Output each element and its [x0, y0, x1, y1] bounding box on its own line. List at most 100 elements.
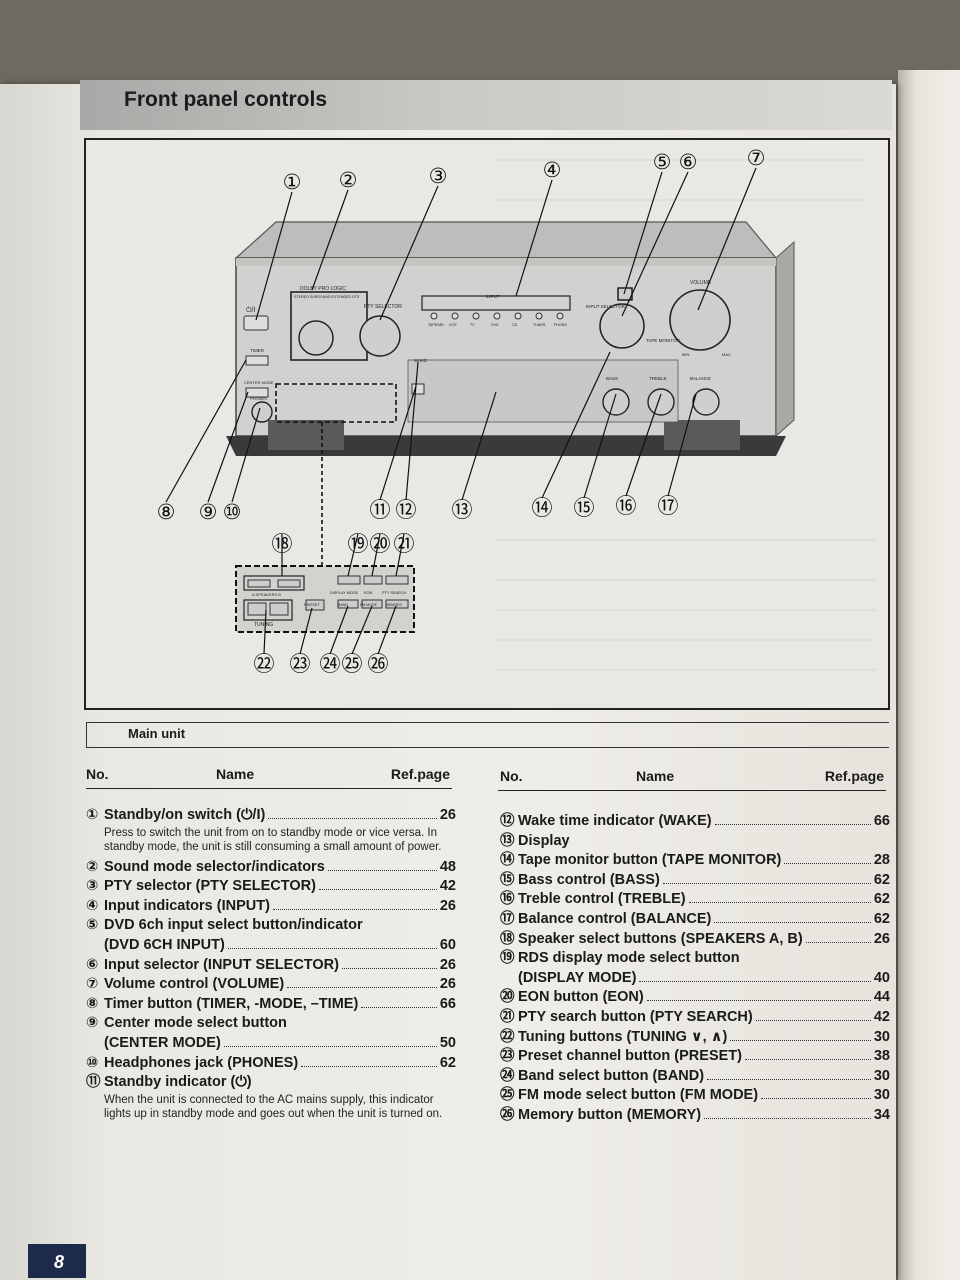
item-number: ⑬ [500, 832, 515, 849]
item-number: ⑨ [86, 1015, 99, 1032]
item-ref-page: 26 [439, 976, 456, 993]
item-number: ㉑ [500, 1008, 515, 1025]
headphones-jack-icon [251, 401, 273, 423]
item-number: ① [86, 807, 99, 823]
callout-leader-line [395, 533, 405, 577]
input-led-icon [514, 312, 522, 320]
front-panel-diagram: ⏻/I DOLBY PRO LOGIC STEREO SURROUND EXTE… [84, 138, 890, 710]
leader-dots [805, 941, 871, 943]
panel-label: WAKE [414, 358, 427, 363]
panel-label: MAX [722, 352, 731, 357]
input-label: CD [512, 323, 518, 327]
callout-leader-line [379, 385, 417, 501]
right-table-header: No. Name Ref.page [498, 766, 886, 791]
panel-label: TREBLE [649, 376, 667, 381]
item-ref-page: 26 [439, 897, 456, 914]
callout-leader-line [207, 391, 249, 503]
panel-label: BASS [606, 376, 618, 381]
item-number: ⑭ [500, 852, 515, 869]
panel-label: MEMORY [386, 603, 403, 607]
input-indicator-frame [421, 295, 571, 311]
callout-number: ③ [429, 164, 448, 188]
band-button-icon [337, 599, 359, 609]
leader-dots [662, 882, 871, 884]
item-name: Band select button (BAND) [518, 1067, 705, 1084]
leader-dots [707, 1078, 871, 1080]
item-name: PTY selector (PTY SELECTOR) [104, 878, 316, 895]
header-no: No. [86, 766, 109, 782]
callout-number: ㉔ [320, 652, 341, 676]
leader-dots [223, 1045, 437, 1047]
callout-number: ⑦ [747, 146, 766, 170]
receiver-body [226, 221, 795, 456]
callout-number: ⑲ [348, 532, 369, 556]
panel-label: PRESET [304, 602, 321, 607]
preset-button-icon [305, 599, 325, 611]
input-led-icon [472, 312, 480, 320]
callout-leader-line [623, 171, 663, 295]
leader-dots [784, 863, 871, 865]
leader-dots [646, 1000, 871, 1002]
item-ref-page: 42 [873, 1008, 890, 1025]
left-table-header: No. Name Ref.page [86, 764, 452, 789]
callout-number: ⑫ [396, 498, 417, 522]
panel-label: BAND [338, 603, 348, 607]
item-number: ㉓ [500, 1048, 515, 1065]
callout-leader-line [515, 179, 553, 297]
callout-number: ㉕ [342, 652, 363, 676]
panel-label: PHONES [250, 396, 267, 401]
section-label: Main unit [128, 726, 186, 741]
leader-dots [744, 1059, 871, 1061]
eon-button-icon [363, 575, 383, 585]
item-name: Standby indicator (⏻) [104, 1074, 252, 1091]
item-ref-page: 34 [873, 1106, 890, 1123]
timer-button-icon [245, 355, 269, 366]
callout-leader-line [405, 361, 419, 501]
panel-label: BALANCE [690, 376, 711, 381]
input-led-icon [451, 312, 459, 320]
volume-knob [669, 289, 731, 351]
item-name: RDS display mode select button [518, 950, 740, 967]
panel-label: DOLBY PRO LOGIC [300, 286, 346, 292]
item-ref-page: 38 [873, 1048, 890, 1065]
input-led-icon [493, 312, 501, 320]
item-name: Timer button (TIMER, -MODE, –TIME) [104, 995, 359, 1012]
leader-dots [227, 947, 437, 949]
tuning-up-icon [269, 602, 289, 616]
next-page-edge [898, 70, 960, 1280]
callout-number: ⑳ [370, 532, 391, 556]
callout-number: ⑤ [653, 150, 672, 174]
list-item-continuation: (DVD 6CH INPUT)60 [86, 936, 456, 956]
item-number: ⑰ [500, 910, 515, 927]
input-led-icon [535, 312, 543, 320]
item-name: Wake time indicator (WAKE) [518, 813, 712, 829]
item-number: ⑳ [500, 989, 515, 1006]
leader-dots [272, 908, 437, 910]
item-ref-page: 30 [873, 1067, 890, 1084]
callout-leader-line [461, 391, 497, 501]
header-no: No. [500, 768, 523, 784]
leader-dots [688, 902, 871, 904]
item-number: ㉖ [500, 1106, 515, 1123]
item-number: ⑱ [500, 930, 515, 947]
speaker-a-button-icon [247, 579, 271, 588]
item-name: Treble control (TREBLE) [518, 891, 686, 908]
item-number: ⑲ [500, 950, 515, 967]
leader-dots [730, 1039, 871, 1041]
page-number-tab: 8 [28, 1244, 86, 1278]
item-name: Display [518, 832, 570, 849]
item-number: ㉕ [500, 1087, 515, 1104]
item-name: DVD 6ch input select button/indicator [104, 917, 363, 934]
item-ref-page: 26 [439, 956, 456, 973]
item-name: Tuning buttons (TUNING ∨, ∧) [518, 1028, 728, 1045]
item-number: ④ [86, 897, 99, 914]
item-number: ㉒ [500, 1028, 515, 1045]
